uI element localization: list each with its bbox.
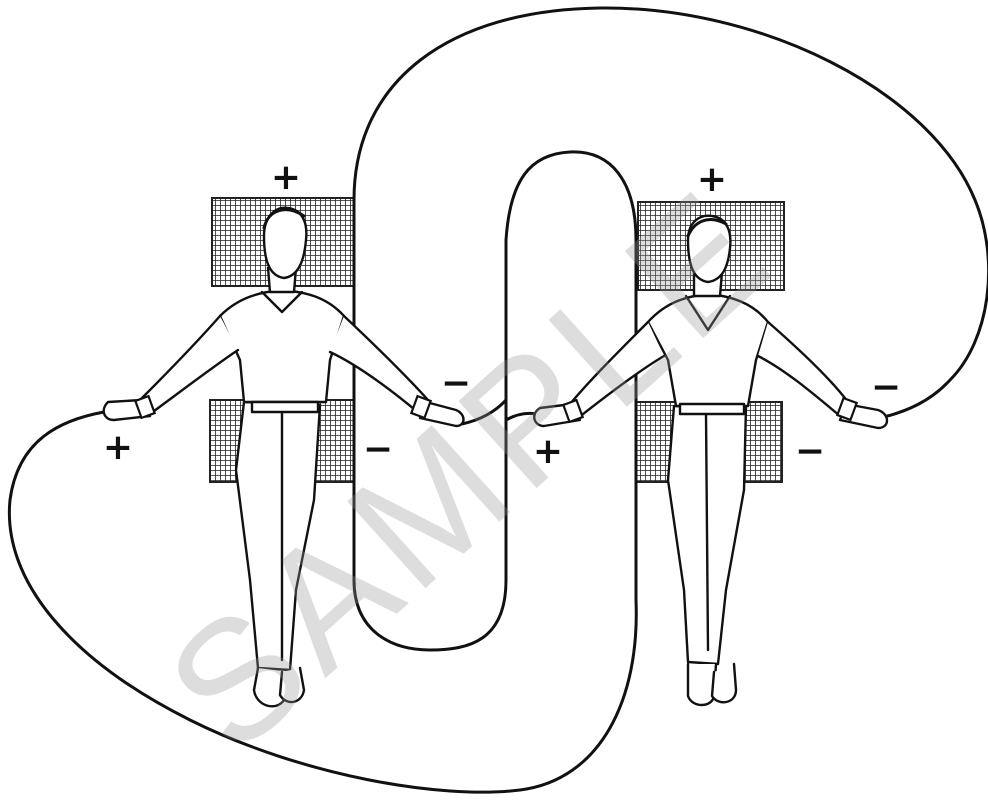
polarity-minus-right-hand: −: [871, 370, 901, 406]
right-person: [534, 216, 887, 705]
polarity-minus-left-leg: −: [363, 432, 393, 468]
polarity-plus-right-hand: +: [533, 434, 563, 470]
polarity-plus-right-head: +: [697, 162, 727, 198]
polarity-plus-left-hand: +: [103, 430, 133, 466]
polarity-plus-left-head: +: [271, 160, 301, 196]
wire-segment: [506, 413, 536, 420]
polarity-minus-left-hand: −: [441, 366, 471, 402]
left-person: [104, 208, 464, 707]
polarity-minus-right-leg: −: [795, 434, 825, 470]
